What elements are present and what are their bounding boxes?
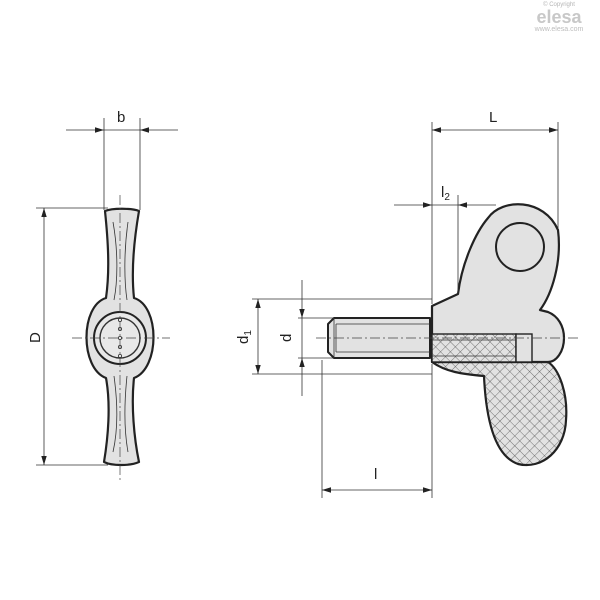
dimension-d: d xyxy=(278,280,334,396)
dimension-d1: d1 xyxy=(235,298,432,375)
dimension-L: L xyxy=(431,109,559,304)
label-l: l xyxy=(374,466,377,483)
dimension-l: l xyxy=(321,360,433,498)
dimension-l2: l2 xyxy=(394,184,496,294)
label-D: D xyxy=(27,332,44,343)
brand-mark: © Copyright elesa www.elesa.com xyxy=(524,2,594,33)
label-d1: d1 xyxy=(235,330,254,344)
knurled-grip xyxy=(430,360,568,467)
insert-section xyxy=(431,333,517,363)
label-L: L xyxy=(489,109,497,126)
website-text: www.elesa.com xyxy=(534,26,584,33)
dimension-D: D xyxy=(27,207,108,466)
label-d: d xyxy=(278,334,295,342)
copyright-text: © Copyright xyxy=(543,2,575,8)
front-view xyxy=(72,195,170,480)
label-l2: l2 xyxy=(441,184,450,203)
elesa-logo: elesa xyxy=(536,7,582,27)
label-b: b xyxy=(117,109,125,126)
dimension-b: b xyxy=(66,109,178,210)
side-view xyxy=(316,203,580,467)
